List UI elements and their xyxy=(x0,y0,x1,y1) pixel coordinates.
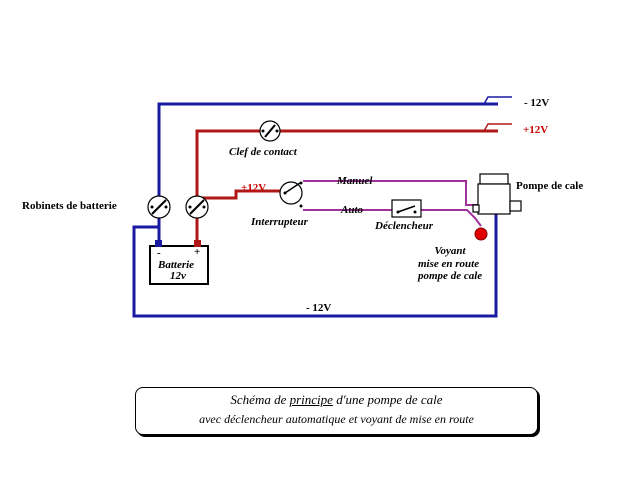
label-manuel: Manuel xyxy=(337,175,373,187)
selector-switch-symbol xyxy=(279,181,303,208)
indicator-lamp xyxy=(474,227,488,241)
wire-manuel xyxy=(303,180,478,206)
battery-symbol xyxy=(149,240,209,285)
label-voyant: Voyant xyxy=(434,245,466,257)
terminal-flags xyxy=(483,96,512,132)
label-minus-12v-top: - 12V xyxy=(524,97,550,109)
battery-switch-negative-symbol xyxy=(147,195,171,219)
caption-subtitle: avec déclencheur automatique et voyant d… xyxy=(199,412,474,426)
label-pompe-de-cale: Pompe de cale xyxy=(516,180,584,192)
label-battery-minus: - xyxy=(157,247,161,259)
label-voyant-pompe-de-cale: pompe de cale xyxy=(418,270,483,282)
flag-plus-12v xyxy=(483,123,512,132)
label-interrupteur: Interrupteur xyxy=(251,216,308,228)
label-auto: Auto xyxy=(341,204,364,216)
label-plus-12v-top: +12V xyxy=(523,124,549,136)
label-robinets-de-batterie: Robinets de batterie xyxy=(22,200,117,212)
label-minus-12v-bottom: - 12V xyxy=(306,302,332,314)
key-switch-symbol xyxy=(259,120,281,142)
battery-switch-positive-symbol xyxy=(185,195,209,219)
float-switch-symbol xyxy=(391,199,422,218)
label-clef-de-contact: Clef de contact xyxy=(229,146,297,158)
label-battery-name: Batterie xyxy=(158,259,195,271)
wire-auto-out xyxy=(421,209,482,227)
caption-title-end: d'une pompe de cale xyxy=(332,392,443,407)
label-plus-12v-interrupteur: +12V xyxy=(241,182,267,194)
bilge-pump-symbol xyxy=(472,173,522,215)
caption-box: Schéma de principe d'une pompe de cale a… xyxy=(135,387,538,435)
label-declencheur: Déclencheur xyxy=(375,220,434,232)
caption-title-start: Schéma de xyxy=(230,392,290,407)
caption-title-underlined: principe xyxy=(289,392,333,407)
label-voyant-mise-en-route: mise en route xyxy=(418,258,480,270)
wire-negative-bottom xyxy=(132,214,498,318)
label-battery-voltage: 12v xyxy=(170,270,186,282)
flag-minus-12v xyxy=(483,96,512,105)
wire-positive-inter xyxy=(197,189,285,200)
label-battery-plus: + xyxy=(194,246,201,258)
caption-title: Schéma de principe d'une pompe de cale xyxy=(136,392,537,408)
control-wires xyxy=(303,180,482,227)
